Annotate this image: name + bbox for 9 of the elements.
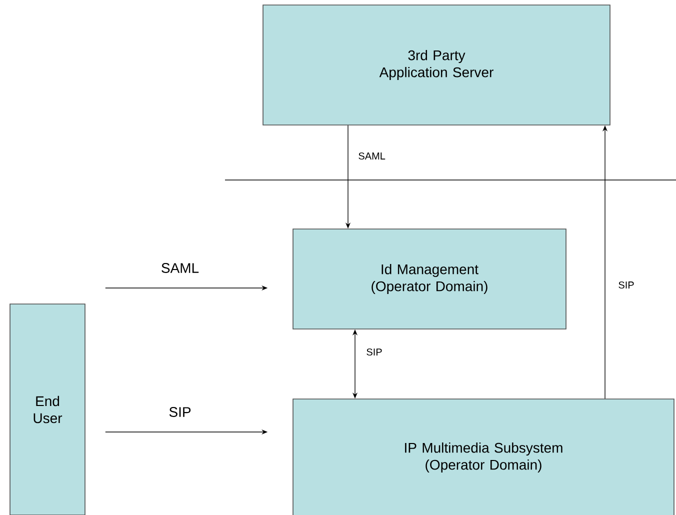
- edge-label: SIP: [168, 406, 192, 418]
- component-box: Id Management (Operator Domain): [292, 228, 566, 330]
- edge-label: SIP: [365, 347, 384, 357]
- edge-label: SAML: [357, 151, 386, 161]
- component-box: 3rd Party Application Server: [262, 4, 610, 126]
- component-box: End User: [10, 304, 86, 515]
- edge-label: SIP: [617, 280, 636, 290]
- component-box: IP Multimedia Subsystem (Operator Domain): [292, 398, 674, 515]
- edge-label: SAML: [160, 262, 200, 274]
